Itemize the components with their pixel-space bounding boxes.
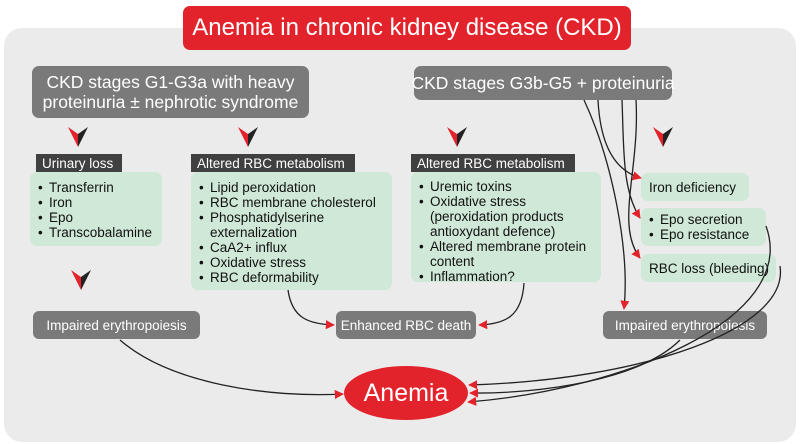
impaired-erythropoiesis-right-box: Impaired erythropoiesis bbox=[603, 311, 767, 339]
list-item: Lipid peroxidation bbox=[199, 180, 386, 195]
impaired-right-label: Impaired erythropoiesis bbox=[614, 317, 756, 333]
epo-box: Epo secretion Epo resistance bbox=[641, 208, 766, 246]
list-item: Epo secretion bbox=[649, 212, 760, 227]
rbc-metabolism-right-list: Uremic toxins Oxidative stress (peroxida… bbox=[419, 179, 595, 284]
iron-deficiency-box: Iron deficiency bbox=[641, 173, 749, 201]
enhanced-rbc-death-box: Enhanced RBC death bbox=[336, 311, 476, 339]
rbc-metabolism-right-header: Altered RBC metabolism bbox=[411, 154, 575, 172]
rbc-loss-box: RBC loss (bleeding) bbox=[641, 254, 776, 282]
stage-left-line1: CKD stages G1-G3a with heavy bbox=[46, 72, 295, 92]
list-item: Uremic toxins bbox=[419, 179, 595, 194]
list-item: RBC membrane cholesterol bbox=[199, 195, 386, 210]
urinary-loss-box: Transferrin Iron Epo Transcobalamine bbox=[30, 172, 162, 246]
list-item: Altered membrane protein content bbox=[419, 239, 595, 269]
urinary-loss-header: Urinary loss bbox=[36, 154, 122, 172]
list-item: Epo bbox=[38, 210, 156, 225]
rbc-metabolism-right-box: Uremic toxins Oxidative stress (peroxida… bbox=[411, 172, 601, 284]
list-item: Inflammation? bbox=[419, 269, 595, 284]
stage-left-line2: proteinuria ± nephrotic syndrome bbox=[42, 92, 299, 112]
list-item: Oxidative stress bbox=[199, 255, 386, 270]
list-item: CaA2+ influx bbox=[199, 240, 386, 255]
rbc-metabolism-left-header: Altered RBC metabolism bbox=[191, 154, 355, 172]
diagram-title: Anemia in chronic kidney disease (CKD) bbox=[183, 6, 631, 50]
stage-right-box: CKD stages G3b-G5 + proteinuria bbox=[411, 66, 675, 100]
enhanced-death-label: Enhanced RBC death bbox=[340, 317, 472, 333]
list-item: Iron bbox=[38, 195, 156, 210]
rbc-metabolism-left-box: Lipid peroxidation RBC membrane choleste… bbox=[191, 172, 392, 290]
stage-left-box: CKD stages G1-G3a with heavy proteinuria… bbox=[32, 66, 309, 118]
rbc-metabolism-left-list: Lipid peroxidation RBC membrane choleste… bbox=[199, 180, 386, 285]
list-item: Epo resistance bbox=[649, 227, 760, 242]
list-item: Transcobalamine bbox=[38, 225, 156, 240]
impaired-erythropoiesis-left-box: Impaired erythropoiesis bbox=[33, 311, 200, 339]
anemia-ellipse: Anemia bbox=[344, 366, 468, 420]
rbc-loss-label: RBC loss (bleeding) bbox=[649, 260, 770, 276]
epo-list: Epo secretion Epo resistance bbox=[649, 212, 760, 242]
list-item: Phosphatidylserine externalization bbox=[199, 210, 386, 240]
iron-deficiency-label: Iron deficiency bbox=[649, 179, 737, 195]
list-item: RBC deformability bbox=[199, 270, 386, 285]
impaired-left-label: Impaired erythropoiesis bbox=[46, 317, 187, 333]
urinary-loss-list: Transferrin Iron Epo Transcobalamine bbox=[38, 180, 156, 240]
list-item: Transferrin bbox=[38, 180, 156, 195]
anemia-label: Anemia bbox=[363, 378, 449, 407]
stage-right-label: CKD stages G3b-G5 + proteinuria bbox=[411, 73, 675, 93]
list-item: Oxidative stress (peroxidation products … bbox=[419, 194, 595, 239]
